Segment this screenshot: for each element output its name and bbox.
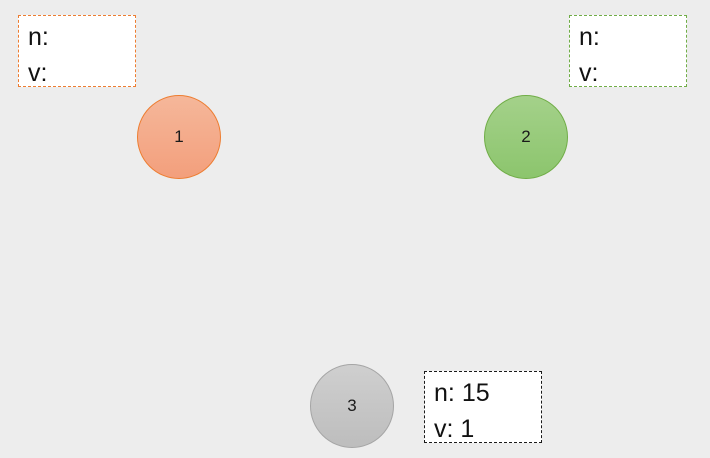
node-1-info-box: n: v: [18, 15, 136, 87]
node-3-circle[interactable]: 3 [310, 364, 394, 448]
node-2-label: 2 [521, 127, 531, 146]
node-1-label: 1 [174, 127, 184, 146]
n-row: n: [28, 19, 135, 55]
node-3-label: 3 [347, 396, 357, 415]
v-row: v: 1 [434, 411, 541, 447]
v-label: v: [579, 59, 599, 87]
node-2-info-box: n: v: [569, 15, 687, 87]
n-label: n: [434, 379, 455, 407]
v-value: 1 [460, 415, 475, 443]
n-row: n: [579, 19, 686, 55]
v-label: v: [434, 415, 454, 443]
v-label: v: [28, 59, 48, 87]
v-row: v: [28, 55, 135, 91]
node-1-circle[interactable]: 1 [137, 95, 221, 179]
node-3-info-box: n: 15 v: 1 [424, 371, 542, 443]
v-row: v: [579, 55, 686, 91]
n-label: n: [28, 23, 49, 51]
n-value: 15 [461, 379, 490, 407]
n-label: n: [579, 23, 600, 51]
n-row: n: 15 [434, 375, 541, 411]
node-2-circle[interactable]: 2 [484, 95, 568, 179]
